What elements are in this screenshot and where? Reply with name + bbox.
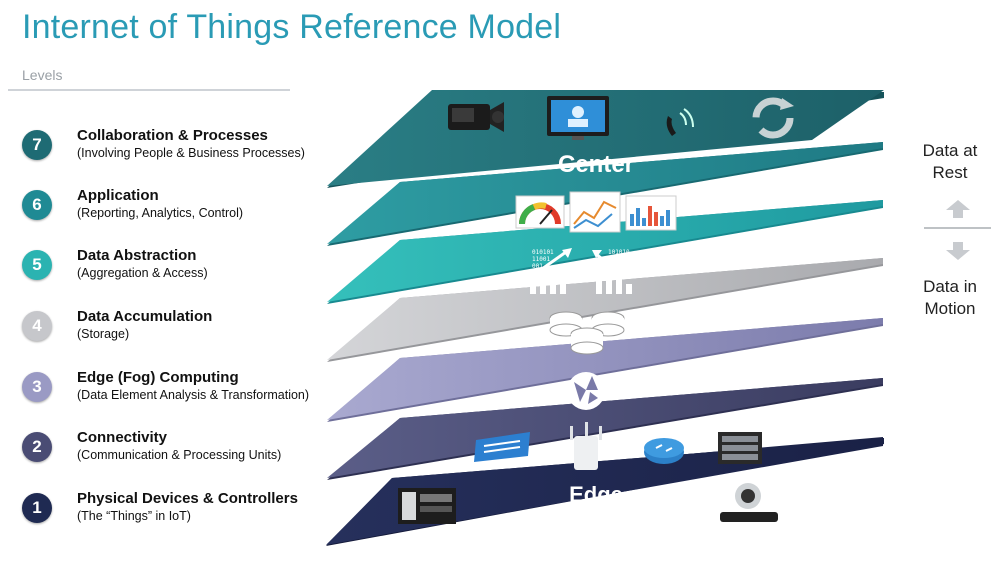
layer-5-plane (327, 200, 883, 302)
level-7-badge: 7 (22, 130, 52, 160)
level-2-subtitle: (Communication & Processing Units) (77, 448, 282, 462)
camera-icon (720, 483, 778, 522)
router-icon (644, 438, 684, 464)
server-icon (718, 432, 762, 464)
level-4-badge: 4 (22, 311, 52, 341)
level-3-row: 3 Edge (Fog) Computing (Data Element Ana… (22, 366, 352, 416)
svg-text:11001: 11001 (532, 256, 550, 263)
level-5-title: Data Abstraction (77, 247, 197, 264)
edge-label: Edge (569, 482, 623, 507)
svg-text:001: 001 (532, 263, 543, 270)
data-in-motion-line1: Data in (923, 277, 977, 296)
data-in-motion-label: Data in Motion (913, 276, 987, 320)
level-4-title: Data Accumulation (77, 308, 213, 325)
level-2-row: 2 Connectivity (Communication & Processi… (22, 426, 352, 476)
edge-desc-line1: Sensors, Devices, Machines, (515, 509, 676, 523)
level-7-row: 7 Collaboration & Processes (Involving P… (22, 124, 352, 174)
gauge-icon (515, 195, 565, 229)
level-7-title: Collaboration & Processes (77, 127, 268, 144)
data-at-rest-line1: Data at (922, 141, 978, 160)
level-1-row: 1 Physical Devices & Controllers (The “T… (22, 487, 352, 537)
edge-desc-line2: Intelligent Edge Nodes of all types (501, 525, 690, 539)
level-6-subtitle: (Reporting, Analytics, Control) (77, 206, 244, 220)
arrow-up-icon (946, 200, 970, 218)
video-camera-icon (448, 102, 504, 132)
svg-text:10011: 10011 (608, 256, 626, 263)
page-title: Internet of Things Reference Model (22, 8, 562, 46)
svg-text:101010: 101010 (608, 249, 630, 256)
arrow-down-icon (946, 242, 970, 260)
controller-icon (398, 488, 456, 524)
level-4-row: 4 Data Accumulation (Storage) (22, 305, 352, 355)
divider (8, 89, 290, 91)
level-1-title: Physical Devices & Controllers (77, 490, 298, 507)
table-report-icon (625, 195, 677, 231)
svg-text:010101: 010101 (532, 249, 554, 256)
growth-chart-icon: 101010 10011 100 (592, 249, 632, 294)
level-5-row: 5 Data Abstraction (Aggregation & Access… (22, 244, 352, 294)
data-in-motion-line2: Motion (924, 299, 976, 318)
refresh-icon (752, 97, 794, 139)
levels-label: Levels (22, 67, 63, 83)
level-7-subtitle: (Involving People & Business Processes) (77, 146, 305, 160)
level-5-badge: 5 (22, 250, 52, 280)
level-1-subtitle: (The “Things” in IoT) (77, 509, 191, 523)
layer-2-plane (327, 378, 883, 478)
fog-node-icon (567, 372, 605, 410)
growth-chart-icon: 010101 11001 001 (530, 248, 572, 294)
level-5-subtitle: (Aggregation & Access) (77, 266, 208, 280)
level-3-subtitle: (Data Element Analysis & Transformation) (77, 388, 310, 402)
level-1-badge: 1 (22, 493, 52, 523)
level-2-title: Connectivity (77, 429, 168, 446)
level-4-subtitle: (Storage) (77, 327, 130, 341)
level-3-title: Edge (Fog) Computing (77, 369, 239, 386)
phone-icon (666, 108, 694, 136)
monitor-icon (547, 96, 609, 140)
chart-icon (569, 191, 621, 233)
level-6-row: 6 Application (Reporting, Analytics, Con… (22, 184, 352, 234)
database-icon (549, 311, 625, 355)
center-label: Center (558, 151, 634, 178)
level-6-badge: 6 (22, 190, 52, 220)
access-point-icon (570, 422, 602, 470)
data-at-rest-label: Data at Rest (913, 140, 987, 184)
level-2-badge: 2 (22, 432, 52, 462)
switch-icon (474, 432, 530, 462)
layer-4-plane (327, 258, 883, 360)
level-3-badge: 3 (22, 372, 52, 402)
data-at-rest-line2: Rest (932, 163, 968, 182)
layer-3-plane (327, 318, 883, 420)
level-6-title: Application (77, 187, 159, 204)
